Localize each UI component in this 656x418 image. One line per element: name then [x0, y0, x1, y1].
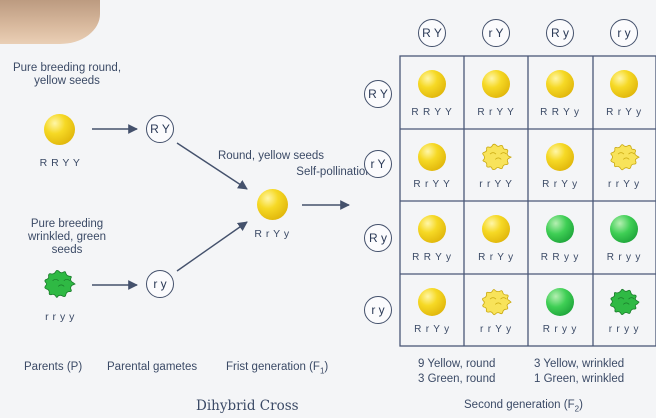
- f2-genotype-r3c1: R R Y y: [402, 252, 462, 263]
- ratio-yellow-round: 9 Yellow, round: [418, 358, 495, 370]
- f2-seed-yellow-wrinkled-r4c2: [483, 289, 511, 314]
- f2-genotype-r2c2: r r Y Y: [466, 179, 526, 190]
- self-pollination-label: Self-pollination: [296, 166, 372, 179]
- f1-genotype: R r Y y: [242, 228, 302, 241]
- f2-seed-green-wrinkled-r4c4: [611, 289, 639, 314]
- punnett-row-header-1: R Y: [364, 80, 392, 108]
- ratio-yellow-wrinkled: 3 Yellow, wrinkled: [534, 358, 624, 370]
- f2-genotype-r4c1: R r Y y: [402, 324, 462, 335]
- punnett-col-header-2: r Y: [482, 19, 510, 47]
- punnett-col-header-3: R y: [546, 19, 574, 47]
- parent1-label: Pure breeding round, yellow seeds: [12, 62, 122, 88]
- parent2-genotype: r r y y: [30, 311, 90, 324]
- f2-genotype-r3c4: R r y y: [594, 252, 654, 263]
- punnett-row-header-4: r y: [364, 296, 392, 324]
- f2-genotype-r2c1: R r Y Y: [402, 179, 462, 190]
- punnett-col-header-4: r y: [610, 19, 638, 47]
- gamete-parent2: r y: [146, 270, 174, 298]
- ratio-green-wrinkled: 1 Green, wrinkled: [534, 373, 624, 385]
- caption-parental-gametes: Parental gametes: [107, 361, 197, 373]
- f2-genotype-r1c2: R r Y Y: [466, 107, 526, 118]
- parent1-seed-yellow-round: [44, 114, 75, 145]
- punnett-row-header-2: r Y: [364, 150, 392, 178]
- diagram-title: Dihybrid Cross: [196, 398, 299, 414]
- caption-second-generation: Second generation (F2): [464, 399, 583, 413]
- f2-seed-yellow-wrinkled-r2c2: [483, 144, 511, 169]
- f2-genotype-r2c4: r r Y y: [594, 179, 654, 190]
- f2-genotype-r1c3: R R Y y: [530, 107, 590, 118]
- ratio-green-round: 3 Green, round: [418, 373, 495, 385]
- parent1-genotype: R R Y Y: [30, 157, 90, 170]
- f2-genotype-r4c3: R r y y: [530, 324, 590, 335]
- f2-seed-yellow-round-r2c3: [546, 143, 574, 171]
- arrow-gamete2-to-f1: [177, 222, 247, 271]
- punnett-row-header-3: R y: [364, 224, 392, 252]
- f1-label: Round, yellow seeds: [216, 150, 326, 163]
- f2-seed-green-round-r4c3: [546, 288, 574, 316]
- caption-first-generation: Frist generation (F1): [226, 361, 328, 375]
- gamete-parent1: R Y: [146, 115, 174, 143]
- parent2-label: Pure breeding wrinkled, green seeds: [12, 218, 122, 257]
- f2-genotype-r3c3: R R y y: [530, 252, 590, 263]
- f2-seed-yellow-round-r4c1: [418, 288, 446, 316]
- f2-genotype-r1c4: R r Y y: [594, 107, 654, 118]
- f2-genotype-r4c2: r r Y y: [466, 324, 526, 335]
- caption-parents: Parents (P): [24, 361, 82, 373]
- punnett-col-header-1: R Y: [418, 19, 446, 47]
- f2-seed-yellow-wrinkled-r2c4: [611, 145, 639, 170]
- f2-genotype-r2c3: R r Y y: [530, 179, 590, 190]
- f2-genotype-r3c2: R r Y y: [466, 252, 526, 263]
- f2-genotype-r4c4: r r y y: [594, 324, 654, 335]
- parent2-seed-green-wrinkled: [45, 270, 75, 297]
- f2-genotype-r1c1: R R Y Y: [402, 107, 462, 118]
- f1-seed-yellow-round: [257, 189, 288, 220]
- f2-seed-yellow-round-r2c1: [418, 143, 446, 171]
